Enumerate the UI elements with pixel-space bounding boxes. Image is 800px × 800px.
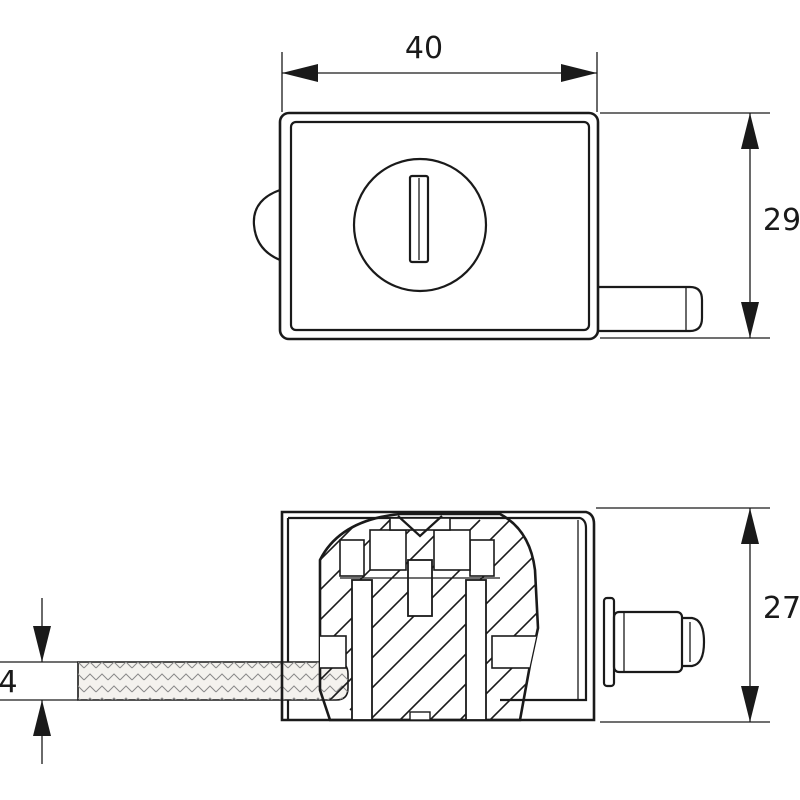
side-view: 27 4 <box>0 507 800 764</box>
width-label: 40 <box>405 31 443 66</box>
housing-inner <box>289 120 591 332</box>
housing-side <box>280 510 596 722</box>
mounting-lip <box>602 596 616 688</box>
section-hatching <box>320 519 538 720</box>
bolt <box>598 285 704 333</box>
key-slot <box>408 174 430 264</box>
glass-panel <box>77 661 349 701</box>
housing-outline <box>278 111 600 341</box>
height-label-top: 29 <box>763 203 800 238</box>
side-knob <box>252 188 281 262</box>
height-dimension-side: 27 <box>596 507 800 723</box>
panel-thickness-dimension: 4 <box>0 598 78 764</box>
width-dimension: 40 <box>281 31 598 112</box>
cylinder-section <box>318 512 540 722</box>
bolt-side <box>612 610 706 674</box>
height-label-side: 27 <box>763 591 800 626</box>
lock-cylinder <box>352 157 488 293</box>
top-view: 40 29 <box>252 31 800 341</box>
panel-thickness-label: 4 <box>0 665 18 700</box>
height-dimension-top: 29 <box>600 112 800 339</box>
